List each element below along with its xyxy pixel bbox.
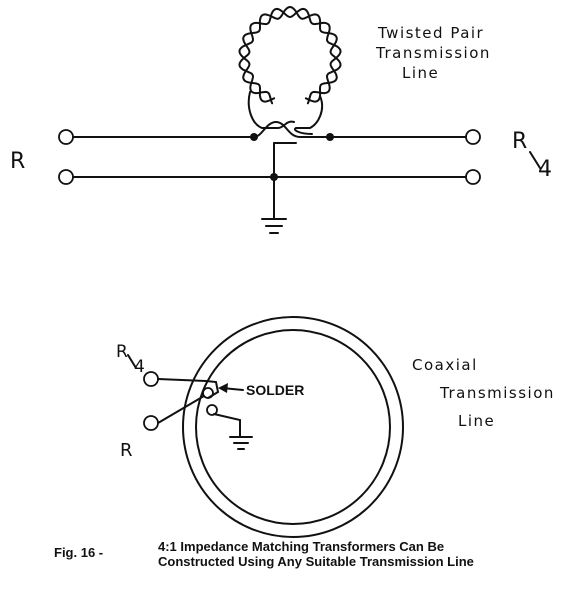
twisted-pair-strand-a [238,5,342,105]
svg-text:Line: Line [402,64,439,82]
terminal-input [143,415,159,431]
svg-text:R: R [116,342,129,362]
terminal-output-bottom [465,169,481,185]
twisted-pair-left-lead [247,91,295,129]
output-impedance-label: R 4 [512,129,552,182]
twisted-pair-strand-b [238,7,342,103]
solder-arrowhead [218,383,228,393]
coax-lead-bottom [157,395,205,424]
coax-input-label: R [120,440,134,461]
input-impedance-label: R [10,149,25,174]
caption-line-2: Constructed Using Any Suitable Transmiss… [158,554,474,569]
junction-dot [326,133,334,141]
terminal-input-bottom [58,169,74,185]
ground-symbol [229,436,253,450]
svg-text:R: R [512,129,527,154]
svg-text:Twisted Pair: Twisted Pair [377,24,484,42]
ground-symbol [261,218,287,234]
svg-text:Line: Line [458,412,495,430]
coax-shield-lead [213,413,241,437]
coax-outer-ring [182,316,404,538]
terminal-output-quarter [143,371,159,387]
junction-dot [250,133,258,141]
terminal-input-top [58,129,74,145]
figure-number: Fig. 16 - [54,545,103,560]
svg-text:Coaxial: Coaxial [412,356,478,374]
twisted-pair-title: Twisted Pair Transmission Line [375,24,491,82]
coax-lead-top [157,378,207,382]
solder-label: SOLDER [246,382,304,398]
coax-connection-point [206,404,218,416]
top-line-cross [253,120,331,138]
twisted-pair-diagram: R R 4 Twisted Pair Transmission Line [10,5,552,234]
svg-text:Transmission: Transmission [375,44,491,62]
coax-quarter-label: R 4 [116,342,146,377]
terminal-output-top [465,129,481,145]
twisted-pair-right-lead [294,95,324,135]
svg-text:4: 4 [134,357,146,377]
svg-text:4: 4 [538,157,552,182]
coaxial-diagram: R 4 R SOLDER Coaxial Transmission Line [116,316,555,538]
coax-center-conductor [205,380,220,399]
svg-text:Transmission: Transmission [439,384,555,402]
coaxial-title: Coaxial Transmission Line [412,356,555,430]
caption-line-1: 4:1 Impedance Matching Transformers Can … [158,539,444,554]
figure-caption: Fig. 16 - 4:1 Impedance Matching Transfo… [54,539,474,569]
coax-inner-ring [195,329,391,525]
